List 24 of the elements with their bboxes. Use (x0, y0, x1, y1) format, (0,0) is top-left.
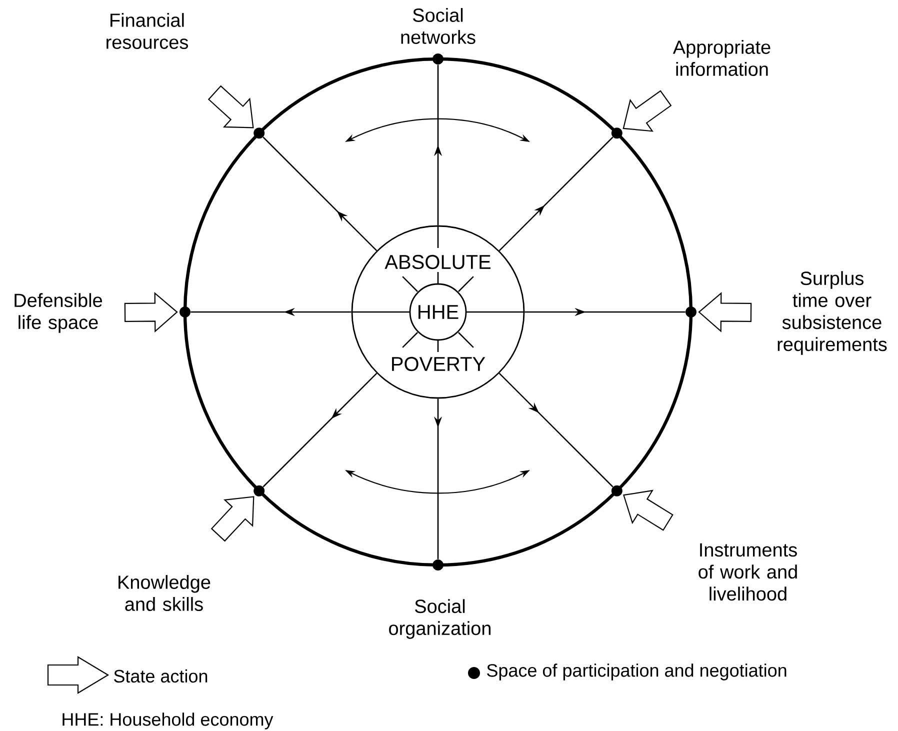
junction-dot (686, 306, 696, 318)
factor-label: Surplus time over subsistence requirements (778, 271, 887, 355)
block-arrow (210, 496, 254, 542)
factor-label: Instruments of work and livelihood (698, 543, 797, 601)
note-text: HHE: Household economy (62, 712, 274, 730)
dot-label: Social networks (401, 8, 476, 44)
legend-text: State action (114, 669, 208, 683)
arrow (262, 372, 378, 488)
junction-dot (611, 128, 622, 139)
junction-dot (611, 485, 622, 496)
junction-dot (254, 128, 265, 139)
factor-label: Financial resources (106, 13, 188, 49)
arrow (498, 136, 614, 252)
legend-text: Space of participation and negotiation (487, 664, 786, 680)
junction-dot (254, 485, 265, 496)
block-arrow (208, 85, 254, 128)
junction-dot (180, 306, 190, 318)
dot-label: Social organization (389, 599, 490, 639)
arrow (262, 136, 378, 252)
factor-label: Defensible life space (14, 293, 102, 333)
block-arrow (622, 90, 672, 132)
arrow (498, 372, 614, 488)
factor-label: Appropriate information (672, 40, 770, 76)
factor-label: Knowledge and skills (118, 575, 210, 611)
